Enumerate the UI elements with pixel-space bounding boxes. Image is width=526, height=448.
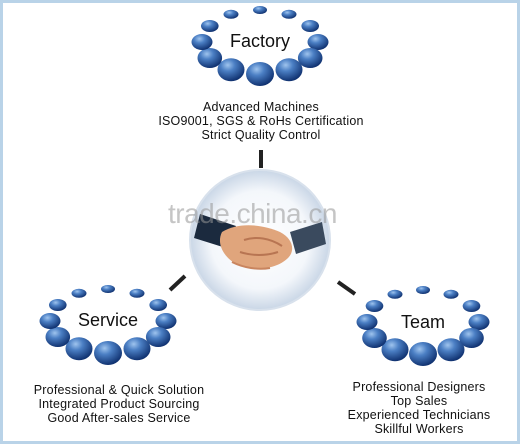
bead [365,300,384,312]
bead [281,9,297,19]
team-line: Skillful Workers [374,422,464,436]
bead [253,6,267,14]
bead [145,327,171,347]
bead [65,337,93,361]
factory-bead-ring [191,6,329,86]
bead [246,62,274,86]
team-line: Top Sales [390,394,448,408]
service-line: Good After-sales Service [47,411,191,425]
bead [197,48,223,68]
team-description: Professional Designers Top Sales Experie… [330,380,508,436]
factory-line: ISO9001, SGS & RoHs Certification [158,114,364,128]
bead [301,20,320,32]
bead [416,286,430,294]
bead [356,314,378,330]
bead [201,20,219,32]
connector-team [336,280,357,296]
bead [362,328,387,348]
factory-label: Factory [229,31,290,51]
bead [381,338,409,362]
bead [223,9,239,19]
bead [155,313,177,329]
bead [217,58,245,82]
bead [409,342,437,366]
service-description: Professional & Quick Solution Integrated… [10,383,228,425]
bead [39,313,61,329]
handshake-image [189,169,331,311]
bead [443,289,459,299]
bead [459,328,484,348]
bead [275,58,303,82]
service-bead-ring [39,285,177,365]
bead [94,341,122,365]
factory-line: Strict Quality Control [201,128,321,142]
bead [468,314,490,330]
bead [129,288,145,298]
watermark-text: trade.china.cn [168,198,337,229]
bead [191,34,213,50]
bead [437,338,465,362]
service-line: Integrated Product Sourcing [38,397,200,411]
factory-description: Advanced Machines ISO9001, SGS & RoHs Ce… [130,100,392,142]
bead [462,300,481,312]
team-line: Professional Designers [352,380,486,394]
image-frame [0,0,520,444]
bead [45,327,71,347]
bead [123,337,151,361]
team-line: Experienced Technicians [347,408,491,422]
service-label: Service [77,310,139,330]
bead [149,299,167,311]
bead [387,289,403,299]
bead [101,285,115,293]
team-bead-ring [356,286,490,366]
bead [307,34,329,50]
bead [297,48,323,68]
connector-service [168,274,187,292]
team-label: Team [400,312,445,332]
bead [71,288,87,298]
service-line: Professional & Quick Solution [33,383,205,397]
factory-line: Advanced Machines [203,100,319,114]
bead [49,299,67,311]
